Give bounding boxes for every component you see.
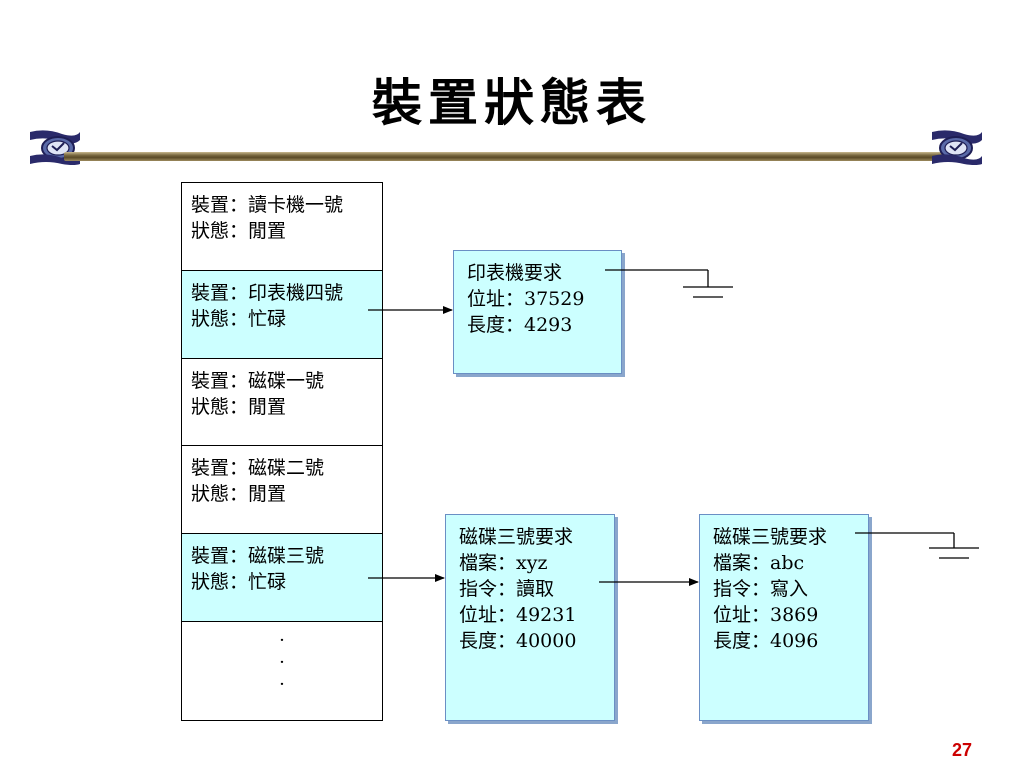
device-status: 狀態：閒置 xyxy=(191,483,287,505)
page-number: 27 xyxy=(951,740,972,760)
device-row-disk-3: 裝置：磁碟三號 狀態：忙碌 xyxy=(182,533,382,621)
request-length: 長度：4293 xyxy=(467,314,573,336)
request-title: 磁碟三號要求 xyxy=(713,526,828,548)
slide-title: 裝置狀態表 xyxy=(372,73,652,132)
device-name: 裝置：磁碟一號 xyxy=(191,370,325,392)
title-underline-rule xyxy=(64,152,944,161)
device-row-disk-2: 裝置：磁碟二號 狀態：閒置 xyxy=(182,445,382,533)
ellipsis-dot: · xyxy=(279,630,285,651)
device-status: 狀態：忙碌 xyxy=(191,571,287,593)
request-file: 檔案：xyz xyxy=(459,552,548,574)
ground-terminator-icon xyxy=(855,532,979,559)
device-status: 狀態：閒置 xyxy=(191,220,287,242)
clock-emblem-icon xyxy=(932,130,982,165)
device-name: 裝置：磁碟三號 xyxy=(191,545,325,567)
request-length: 長度：40000 xyxy=(459,630,577,652)
device-name: 裝置：印表機四號 xyxy=(191,282,344,304)
disk3-request-box-read: 磁碟三號要求 檔案：xyz 指令：讀取 位址：49231 長度：40000 xyxy=(445,514,615,721)
device-row-more: · · · xyxy=(182,621,382,720)
request-address: 位址：49231 xyxy=(459,604,577,626)
request-command: 指令：寫入 xyxy=(713,578,809,600)
printer-request-box: 印表機要求 位址：37529 長度：4293 xyxy=(453,250,622,374)
ellipsis-dot: · xyxy=(279,674,285,695)
request-title: 磁碟三號要求 xyxy=(459,526,574,548)
device-status: 狀態：忙碌 xyxy=(191,308,287,330)
request-address: 位址：37529 xyxy=(467,288,585,310)
request-file: 檔案：abc xyxy=(713,552,805,574)
device-status: 狀態：閒置 xyxy=(191,396,287,418)
device-row-card-reader-1: 裝置：讀卡機一號 狀態：閒置 xyxy=(182,183,382,270)
device-name: 裝置：磁碟二號 xyxy=(191,457,325,479)
request-title: 印表機要求 xyxy=(467,262,563,284)
device-name: 裝置：讀卡機一號 xyxy=(191,194,344,216)
request-length: 長度：4096 xyxy=(713,630,819,652)
ellipsis-dot: · xyxy=(279,652,285,673)
device-row-printer-4: 裝置：印表機四號 狀態：忙碌 xyxy=(182,270,382,358)
request-command: 指令：讀取 xyxy=(459,578,555,600)
device-row-disk-1: 裝置：磁碟一號 狀態：閒置 xyxy=(182,358,382,445)
ground-terminator-icon xyxy=(605,269,733,298)
request-address: 位址：3869 xyxy=(713,604,819,626)
device-status-table: 裝置：讀卡機一號 狀態：閒置 裝置：印表機四號 狀態：忙碌 裝置：磁碟一號 狀態… xyxy=(181,182,383,721)
disk3-request-box-write: 磁碟三號要求 檔案：abc 指令：寫入 位址：3869 長度：4096 xyxy=(699,514,869,721)
